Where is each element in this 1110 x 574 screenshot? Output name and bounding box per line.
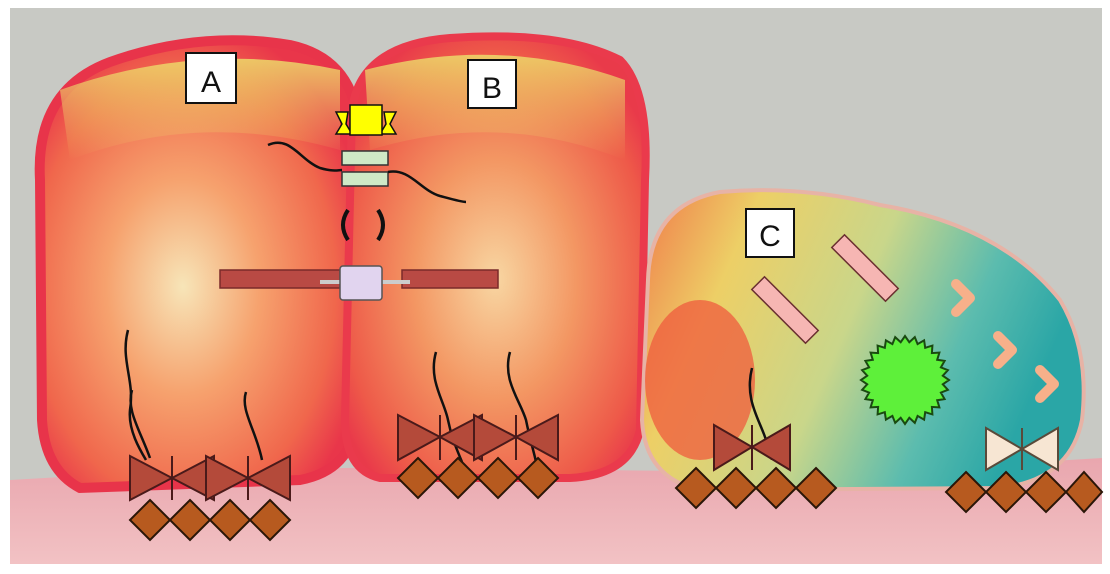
label-c-box: C [746, 209, 794, 257]
adhesion-bar [342, 172, 388, 186]
red-bar-left [220, 270, 340, 288]
cell-a [40, 40, 358, 488]
label-c: C [759, 220, 781, 253]
receptor-cluster-d [986, 428, 1058, 470]
adhesion-bar [342, 151, 388, 165]
label-a: A [201, 66, 221, 99]
label-a-box: A [186, 53, 236, 103]
connector-box [340, 266, 382, 300]
label-b: B [482, 72, 502, 105]
label-b-box: B [468, 60, 516, 108]
receptor-cluster-c [714, 425, 790, 470]
red-bar-right [402, 270, 498, 288]
cell-c-red-patch [645, 300, 755, 460]
